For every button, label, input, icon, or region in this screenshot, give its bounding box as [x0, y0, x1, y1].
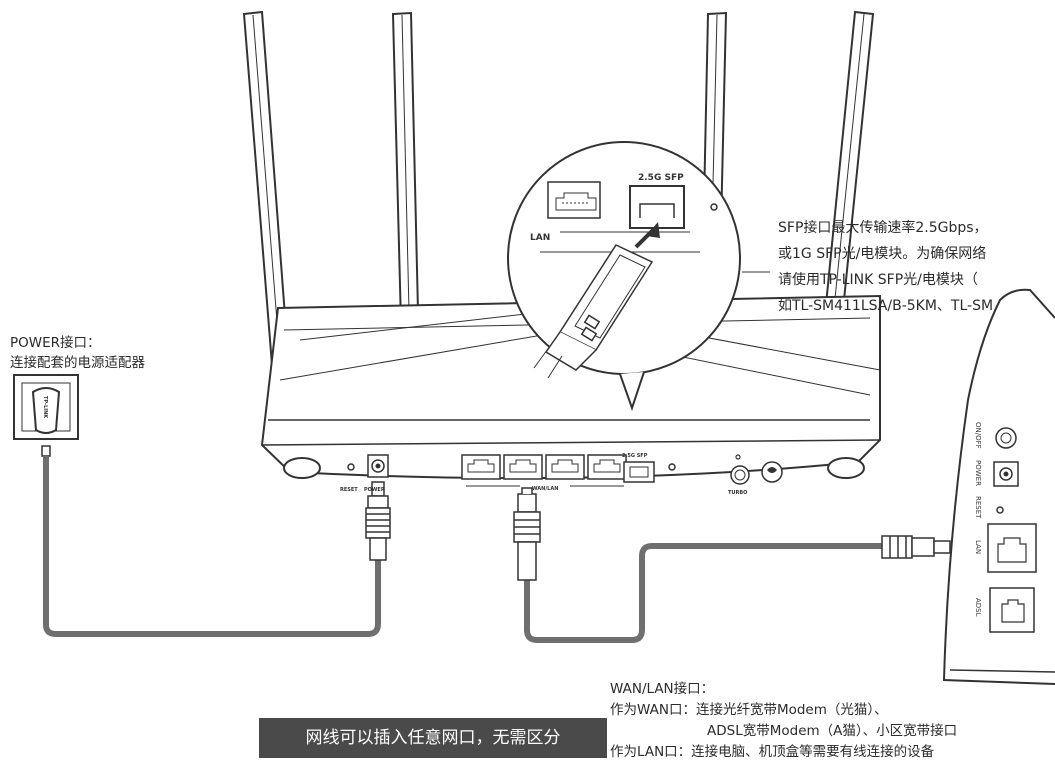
router-body	[260, 294, 881, 480]
any-port-tip-banner: 网线可以插入任意网口，无需区分	[259, 718, 607, 758]
power-port-callout: POWER接口： 连接配套的电源适配器	[10, 333, 145, 373]
router-power-label: POWER	[364, 487, 385, 493]
modem-adsl-label: ADSL	[974, 598, 982, 617]
modem	[942, 288, 1055, 685]
zoom-sfp-port	[629, 185, 685, 229]
router-wanlan-label: WAN/LAN	[532, 486, 558, 492]
wanlan-callout-lan-line: 作为LAN口：连接电脑、机顶盒等需要有线连接的设备	[610, 744, 935, 760]
insert-arrow-icon	[646, 222, 660, 238]
sfp-zoom-callout	[507, 141, 770, 412]
sfp-callout-line: 如TL-SM411LSA/B-5KM、TL-SM	[778, 298, 994, 314]
sfp-callout-line: 或1G SFP光/电模块。为确保网络	[778, 246, 987, 262]
power-callout-desc: 连接配套的电源适配器	[10, 355, 145, 371]
wanlan-port-callout: WAN/LAN接口： 作为WAN口：连接光纤宽带Modem（光猫）、 ADSL宽…	[610, 679, 957, 763]
power-callout-title: POWER接口：	[10, 335, 101, 351]
ethernet-plug-router	[513, 487, 541, 581]
sfp-callout-line: SFP接口最大传输速率2.5Gbps，	[778, 220, 988, 236]
router-reset-hole	[347, 463, 355, 471]
zoom-lan-port	[547, 181, 601, 219]
wanlan-callout-wan-line: 作为WAN口：连接光纤宽带Modem（光猫）、	[610, 702, 888, 718]
modem-lan-label: LAN	[974, 540, 982, 554]
wanlan-callout-wan-line-cont: ADSL宽带Modem（A猫）、小区宽带接口	[707, 723, 958, 739]
modem-onoff-label: ON/OFF	[974, 422, 982, 449]
wanlan-callout-title: WAN/LAN接口：	[610, 681, 715, 697]
router-reset-label: RESET	[340, 487, 358, 493]
zoom-lan-label: LAN	[530, 233, 550, 243]
router-lan-ports	[461, 454, 627, 487]
zoom-sfp-label: 2.5G SFP	[638, 173, 684, 183]
router-turbo-label: TURBO	[728, 490, 747, 496]
modem-power-label: POWER	[974, 460, 982, 486]
sfp-callout-line: 请使用TP-LINK SFP光/电模块（	[778, 272, 978, 288]
power-plug	[365, 481, 391, 561]
router-sfp-label: 2.5G SFP	[622, 453, 648, 459]
modem-reset-label: RESET	[974, 496, 982, 519]
power-adapter	[13, 374, 79, 457]
adapter-brand-label: TP-LINK	[42, 396, 48, 419]
ethernet-cable	[524, 543, 882, 643]
sfp-port-callout: SFP接口最大传输速率2.5Gbps， 或1G SFP光/电模块。为确保网络 请…	[778, 215, 993, 319]
power-cable	[43, 456, 381, 637]
modem-adsl-port	[989, 587, 1035, 633]
sfp-module-icon	[533, 244, 654, 379]
ethernet-plug-modem	[881, 535, 951, 559]
router-ports	[347, 454, 783, 487]
